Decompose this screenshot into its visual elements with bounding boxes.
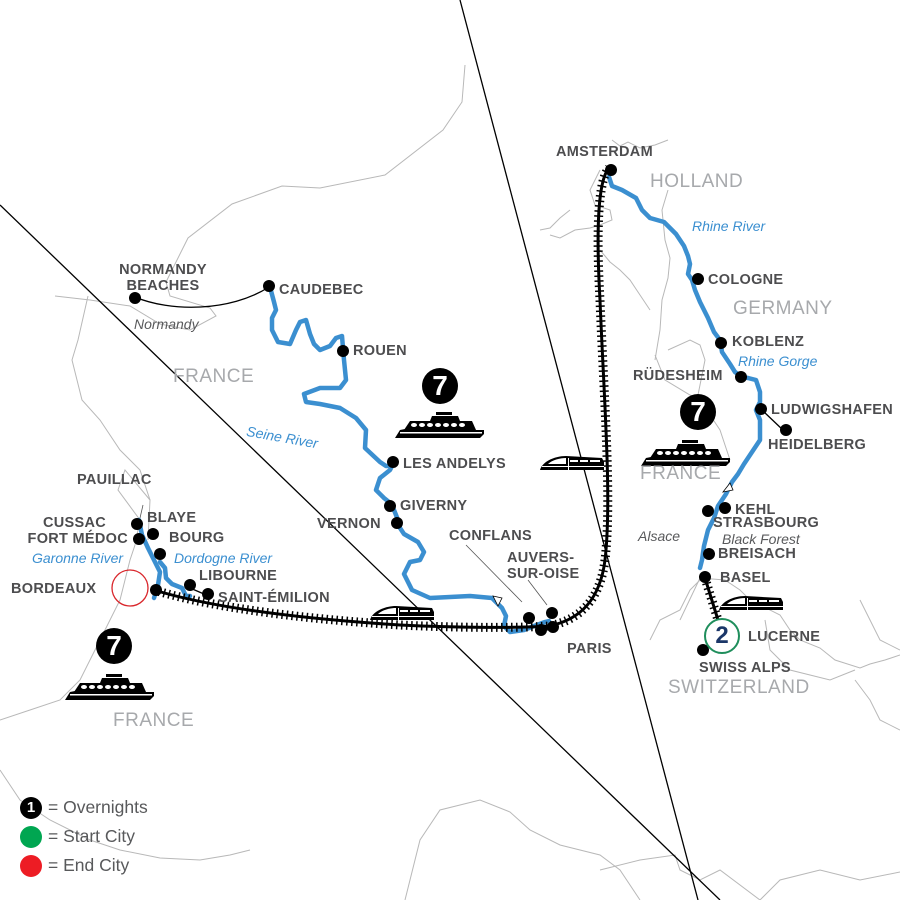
direction-arrow-icon xyxy=(492,595,503,607)
train-icon xyxy=(370,606,434,620)
city-label-blaye: BLAYE xyxy=(147,510,197,526)
legend-item-start-city: = Start City xyxy=(20,822,148,851)
legend-label: = Overnights xyxy=(48,797,148,817)
panel-divider-left xyxy=(0,204,721,900)
city-label-bourg: BOURG xyxy=(169,530,225,546)
country-label-france: FRANCE xyxy=(173,366,255,387)
leader-lines xyxy=(139,504,548,606)
region-label-alsace: Alsace xyxy=(638,528,681,544)
city-label-swiss-alps: SWISS ALPS xyxy=(699,660,791,676)
end-city-dot-icon xyxy=(20,854,42,877)
city-label-rudesheim: RÜDESHEIM xyxy=(633,368,723,384)
city-label-caudebec: CAUDEBEC xyxy=(279,282,364,298)
region-label-normandy: Normandy xyxy=(134,316,199,332)
direction-arrow-icon xyxy=(722,482,734,493)
city-label-les-andelys: LES ANDELYS xyxy=(403,456,506,472)
start-city-dot-icon xyxy=(20,825,42,848)
panel-divider-right xyxy=(459,0,699,900)
city-label-basel: BASEL xyxy=(720,570,771,586)
overnights-badge-icon: 1 xyxy=(20,796,42,819)
river-label-garonne: Garonne River xyxy=(32,550,124,566)
train-icon xyxy=(540,456,604,470)
city-label-amsterdam: AMSTERDAM xyxy=(556,144,653,160)
river-label-rhine-gorge: Rhine Gorge xyxy=(738,353,818,369)
city-label-libourne: LIBOURNE xyxy=(199,568,278,584)
city-name: NORMANDY BEACHES xyxy=(119,262,207,294)
city-label-cologne: COLOGNE xyxy=(708,272,784,288)
legend-item-end-city: = End City xyxy=(20,851,148,880)
city-label-cussac-fort-medoc: CUSSAC FORT MÉDOC xyxy=(17,515,128,547)
start-city-badge-lucerne: 2 xyxy=(704,618,740,654)
country-label-germany: GERMANY xyxy=(733,298,833,319)
end-city-ring xyxy=(111,569,149,607)
city-label-vernon: VERNON xyxy=(317,516,381,532)
river-label-rhine: Rhine River xyxy=(692,218,766,234)
legend-label: = Start City xyxy=(48,826,136,846)
city-label-heidelberg: HEIDELBERG xyxy=(768,437,867,453)
ship-icon xyxy=(65,674,154,700)
city-label-pauillac: PAUILLAC xyxy=(77,472,152,488)
city-label-breisach: BREISACH xyxy=(718,546,797,562)
legend-label: = End City xyxy=(48,855,130,875)
train-icon xyxy=(719,596,783,610)
country-borders xyxy=(0,64,900,900)
city-label-lucerne: LUCERNE xyxy=(748,629,821,645)
country-label-france: FRANCE xyxy=(640,463,722,484)
rail-lines xyxy=(152,164,723,632)
city-label-rouen: ROUEN xyxy=(353,343,407,359)
city-label-saint-emilion: SAINT-ÉMILION xyxy=(218,590,330,606)
city-name-line2: SUR-OISE xyxy=(507,566,580,582)
city-label-giverny: GIVERNY xyxy=(400,498,468,514)
country-label-switzerland: SWITZERLAND xyxy=(668,677,810,698)
river-label-dordogne: Dordogne River xyxy=(174,550,273,566)
country-label-holland: HOLLAND xyxy=(650,171,744,192)
city-name-line1: AUVERS- xyxy=(507,550,575,566)
overnights-badge-seine: 7 xyxy=(422,368,458,404)
map-legend: 1 = Overnights = Start City = End City xyxy=(20,793,148,880)
ship-icon xyxy=(395,412,484,438)
city-label-strasbourg: STRASBOURG xyxy=(713,515,820,531)
overnights-badge-bordeaux: 7 xyxy=(96,628,132,664)
city-dots xyxy=(129,164,792,656)
city-label-conflans: CONFLANS xyxy=(449,528,532,544)
city-label-bordeaux: BORDEAUX xyxy=(11,581,97,597)
region-label-black-forest: Black Forest xyxy=(722,531,800,547)
city-label-paris: PARIS xyxy=(567,641,612,657)
city-name-line2: FORT MÉDOC xyxy=(27,531,128,547)
city-label-koblenz: KOBLENZ xyxy=(732,334,805,350)
city-label-ludwigshafen: LUDWIGSHAFEN xyxy=(771,402,894,418)
overnights-badge-rhine: 7 xyxy=(680,394,716,430)
country-label-france: FRANCE xyxy=(113,710,195,731)
city-label-kehl: KEHL xyxy=(735,502,776,518)
city-name-line1: CUSSAC xyxy=(42,515,106,531)
city-label-normandy-beaches: NORMANDY BEACHES xyxy=(117,262,209,294)
city-label-auvers-sur-oise: AUVERS- SUR-OISE xyxy=(507,550,580,582)
legend-item-overnights: 1 = Overnights xyxy=(20,793,148,822)
